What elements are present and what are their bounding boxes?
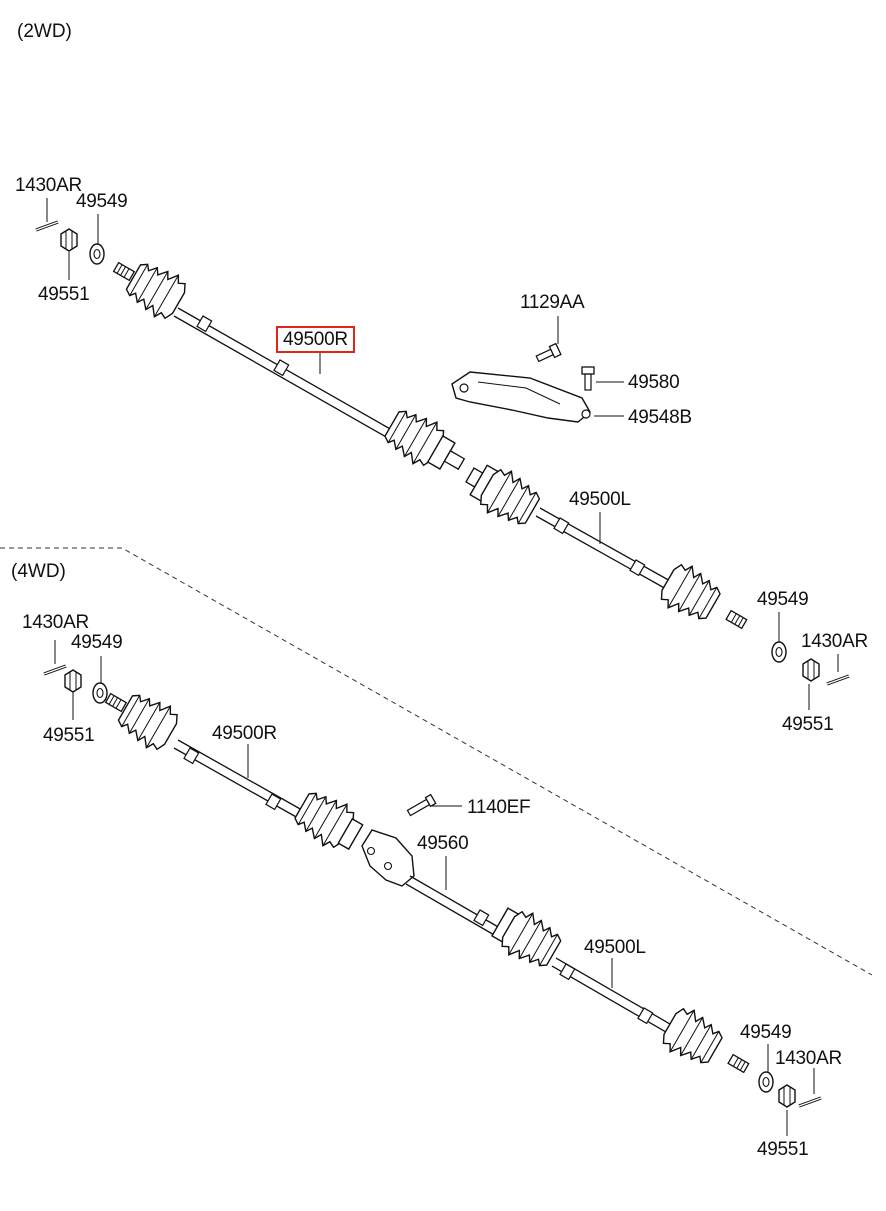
label-49500r-highlighted[interactable]: 49500R	[276, 326, 355, 353]
bolt-49580	[581, 366, 595, 391]
label-49549[interactable]: 49549	[757, 589, 809, 610]
section-divider	[0, 547, 873, 976]
2wd-right-shaft	[112, 255, 466, 472]
bearing-bracket-49560	[361, 829, 415, 887]
label-49560[interactable]: 49560	[417, 833, 469, 854]
label-49551[interactable]: 49551	[757, 1139, 809, 1160]
4wd-left-shaft	[405, 875, 750, 1073]
bolt-1140ef	[406, 793, 437, 817]
4wd-right-shaft	[104, 686, 364, 854]
label-49549[interactable]: 49549	[740, 1022, 792, 1043]
label-1430ar[interactable]: 1430AR	[22, 612, 89, 633]
label-49551[interactable]: 49551	[782, 714, 834, 735]
label-49500l[interactable]: 49500L	[584, 937, 646, 958]
section-2wd-title: (2WD)	[17, 21, 72, 42]
2wd-left-shaft	[465, 463, 748, 629]
label-49500r[interactable]: 49500R	[212, 723, 277, 744]
bracket-49548b	[451, 371, 591, 423]
label-1129aa[interactable]: 1129AA	[520, 292, 585, 313]
label-49580[interactable]: 49580	[628, 372, 680, 393]
label-49548b[interactable]: 49548B	[628, 407, 692, 428]
label-49549[interactable]: 49549	[76, 191, 128, 212]
section-4wd-title: (4WD)	[11, 561, 66, 582]
label-1430ar[interactable]: 1430AR	[801, 631, 868, 652]
label-49500l[interactable]: 49500L	[569, 489, 631, 510]
label-49551[interactable]: 49551	[43, 725, 95, 746]
label-49549[interactable]: 49549	[71, 632, 123, 653]
label-1430ar[interactable]: 1430AR	[15, 175, 82, 196]
label-1140ef[interactable]: 1140EF	[467, 797, 531, 818]
label-1430ar[interactable]: 1430AR	[775, 1048, 842, 1069]
label-49551[interactable]: 49551	[38, 284, 90, 305]
bolt-1129aa	[535, 342, 562, 363]
